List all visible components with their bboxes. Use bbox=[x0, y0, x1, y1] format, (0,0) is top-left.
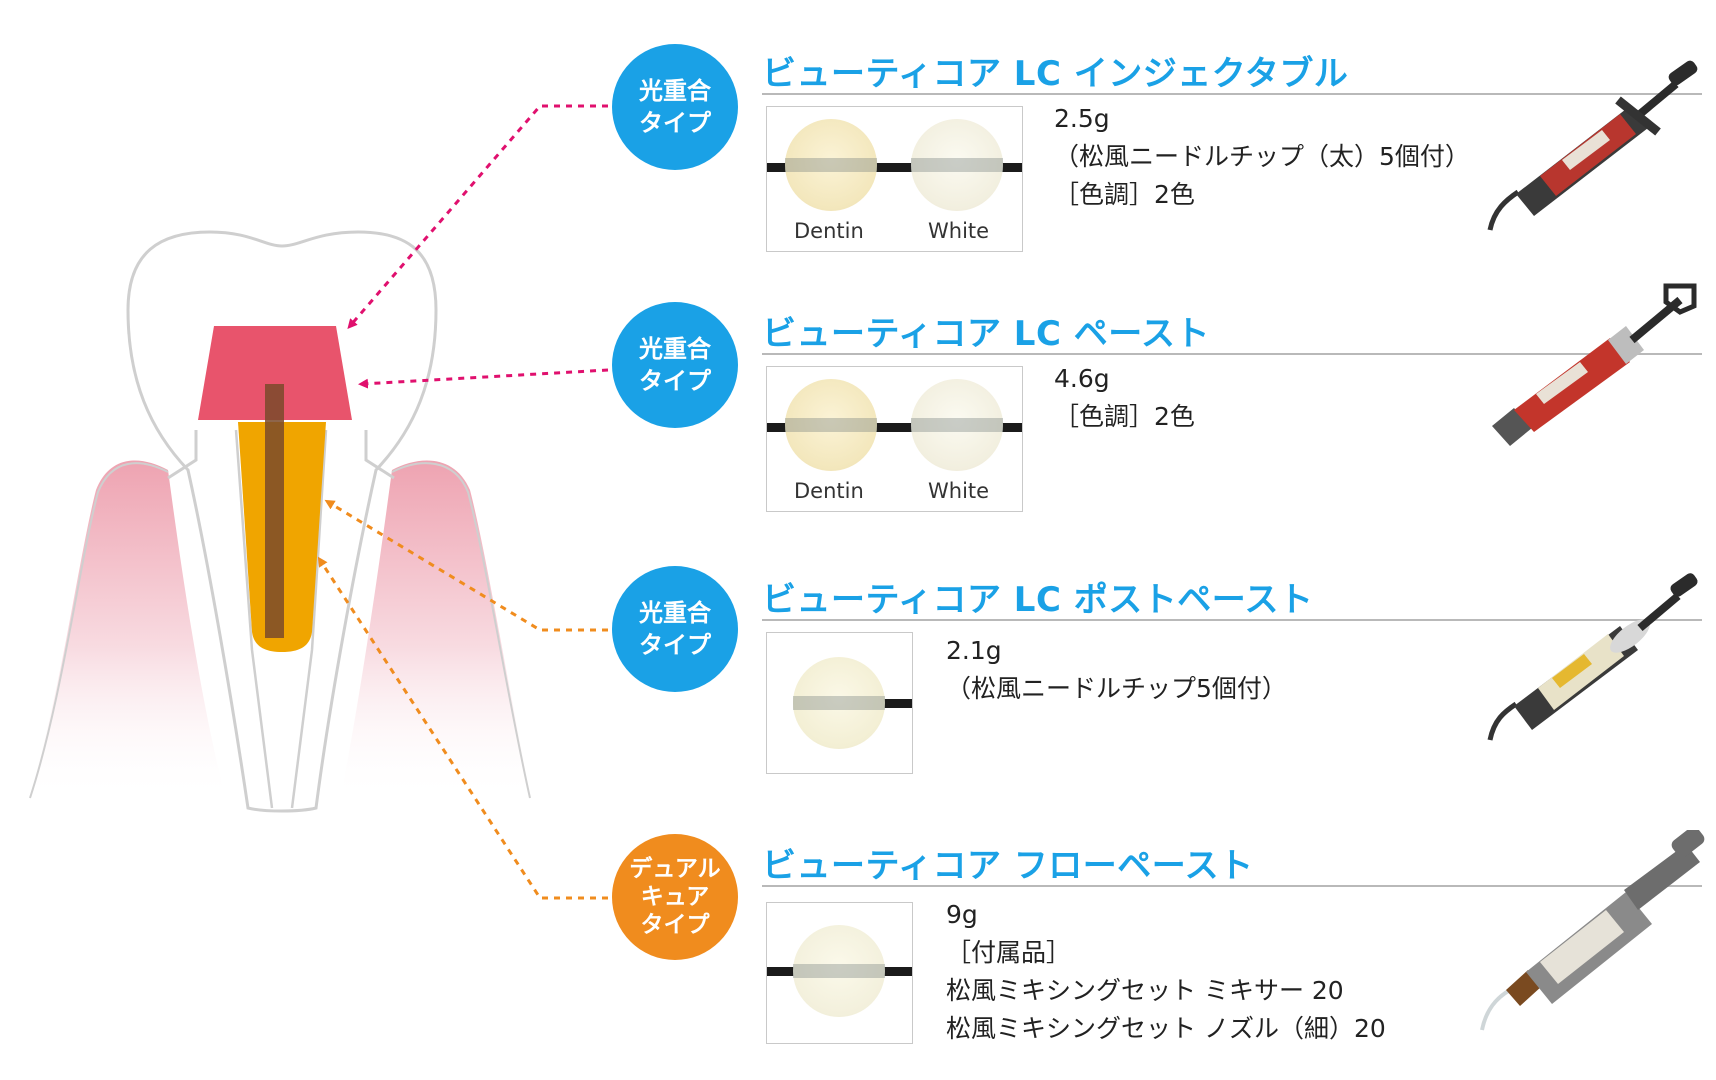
product-title: ビューティコア フローペースト bbox=[762, 846, 1254, 886]
product-title: ビューティコア LC インジェクタブル bbox=[762, 54, 1349, 94]
post-rod bbox=[265, 384, 284, 638]
gum-left-outline bbox=[29, 462, 169, 799]
arrow-product-3 bbox=[324, 499, 608, 632]
preparation-line bbox=[167, 430, 395, 480]
detail-line: 2.1g bbox=[946, 636, 1002, 665]
resin-core bbox=[198, 326, 352, 420]
detail-line: ［色調］2色 bbox=[1054, 402, 1195, 431]
shade-swatch-panel: Dentin White bbox=[766, 366, 1023, 512]
title-rule bbox=[762, 885, 1702, 887]
gum-right-outline bbox=[391, 462, 531, 799]
shade-disc-white bbox=[911, 379, 1003, 471]
badge-light-cure-1: 光重合 タイプ bbox=[612, 44, 738, 170]
syringe-image-4 bbox=[1480, 830, 1705, 1031]
shade-label: White bbox=[928, 219, 990, 243]
badge-light-cure-2: 光重合 タイプ bbox=[612, 302, 738, 428]
title-rule bbox=[762, 619, 1702, 621]
detail-line: 松風ミキシングセット ミキサー 20 bbox=[946, 976, 1344, 1005]
badge-light-cure-3: 光重合 タイプ bbox=[612, 566, 738, 692]
shade-label: Dentin bbox=[794, 219, 864, 243]
badge-text: 光重合 bbox=[639, 599, 711, 627]
canal-outline bbox=[234, 429, 328, 809]
arrow-product-4 bbox=[317, 556, 608, 900]
swatch-line bbox=[767, 423, 1022, 432]
product-details: 2.5g （松風ニードルチップ（太）5個付） ［色調］2色 bbox=[1054, 100, 1470, 214]
arrow-product-2 bbox=[358, 368, 609, 389]
shade-label: White bbox=[928, 479, 990, 503]
gum-left bbox=[28, 460, 226, 800]
detail-line: 2.5g bbox=[1054, 104, 1110, 133]
detail-line: ［付属品］ bbox=[946, 938, 1072, 967]
badge-text: 光重合 bbox=[639, 335, 711, 363]
syringe-image-2 bbox=[1492, 283, 1697, 446]
shade-swatch-panel bbox=[766, 632, 913, 774]
detail-line: 4.6g bbox=[1054, 364, 1110, 393]
product-details: 2.1g （松風ニードルチップ5個付） bbox=[946, 632, 1287, 708]
badge-text: 光重合 bbox=[639, 77, 711, 105]
syringe-image-1 bbox=[1487, 60, 1698, 231]
badge-text: タイプ bbox=[640, 912, 710, 938]
detail-line: 9g bbox=[946, 900, 978, 929]
badge-text: タイプ bbox=[639, 631, 711, 659]
shade-disc bbox=[793, 925, 885, 1017]
badge-text: タイプ bbox=[639, 109, 711, 137]
gum-right bbox=[340, 460, 532, 800]
product-title: ビューティコア LC ポストペースト bbox=[762, 580, 1314, 620]
product-title: ビューティコア LC ペースト bbox=[762, 314, 1211, 354]
badge-dual-cure: デュアル キュア タイプ bbox=[612, 834, 738, 960]
shade-swatch-panel: Dentin White bbox=[766, 106, 1023, 252]
detail-line: （松風ニードルチップ5個付） bbox=[946, 674, 1287, 703]
product-details: 4.6g ［色調］2色 bbox=[1054, 360, 1195, 436]
swatch-line bbox=[767, 163, 1022, 172]
shade-swatch-panel bbox=[766, 902, 913, 1044]
product-details: 9g ［付属品］ 松風ミキシングセット ミキサー 20 松風ミキシングセット ノ… bbox=[946, 896, 1386, 1048]
badge-text: キュア bbox=[640, 884, 710, 910]
title-rule bbox=[762, 93, 1702, 95]
badge-text: タイプ bbox=[639, 367, 711, 395]
title-rule bbox=[762, 353, 1702, 355]
shade-disc-dentin bbox=[785, 119, 877, 211]
badge-text: デュアル bbox=[629, 856, 721, 882]
detail-line: 松風ミキシングセット ノズル（細）20 bbox=[946, 1014, 1386, 1043]
shade-label: Dentin bbox=[794, 479, 864, 503]
syringe-image-3 bbox=[1487, 573, 1698, 741]
shade-disc-dentin bbox=[785, 379, 877, 471]
shade-disc-white bbox=[911, 119, 1003, 211]
detail-line: （松風ニードルチップ（太）5個付） bbox=[1054, 142, 1470, 171]
detail-line: ［色調］2色 bbox=[1054, 180, 1195, 209]
shade-disc bbox=[793, 657, 885, 749]
